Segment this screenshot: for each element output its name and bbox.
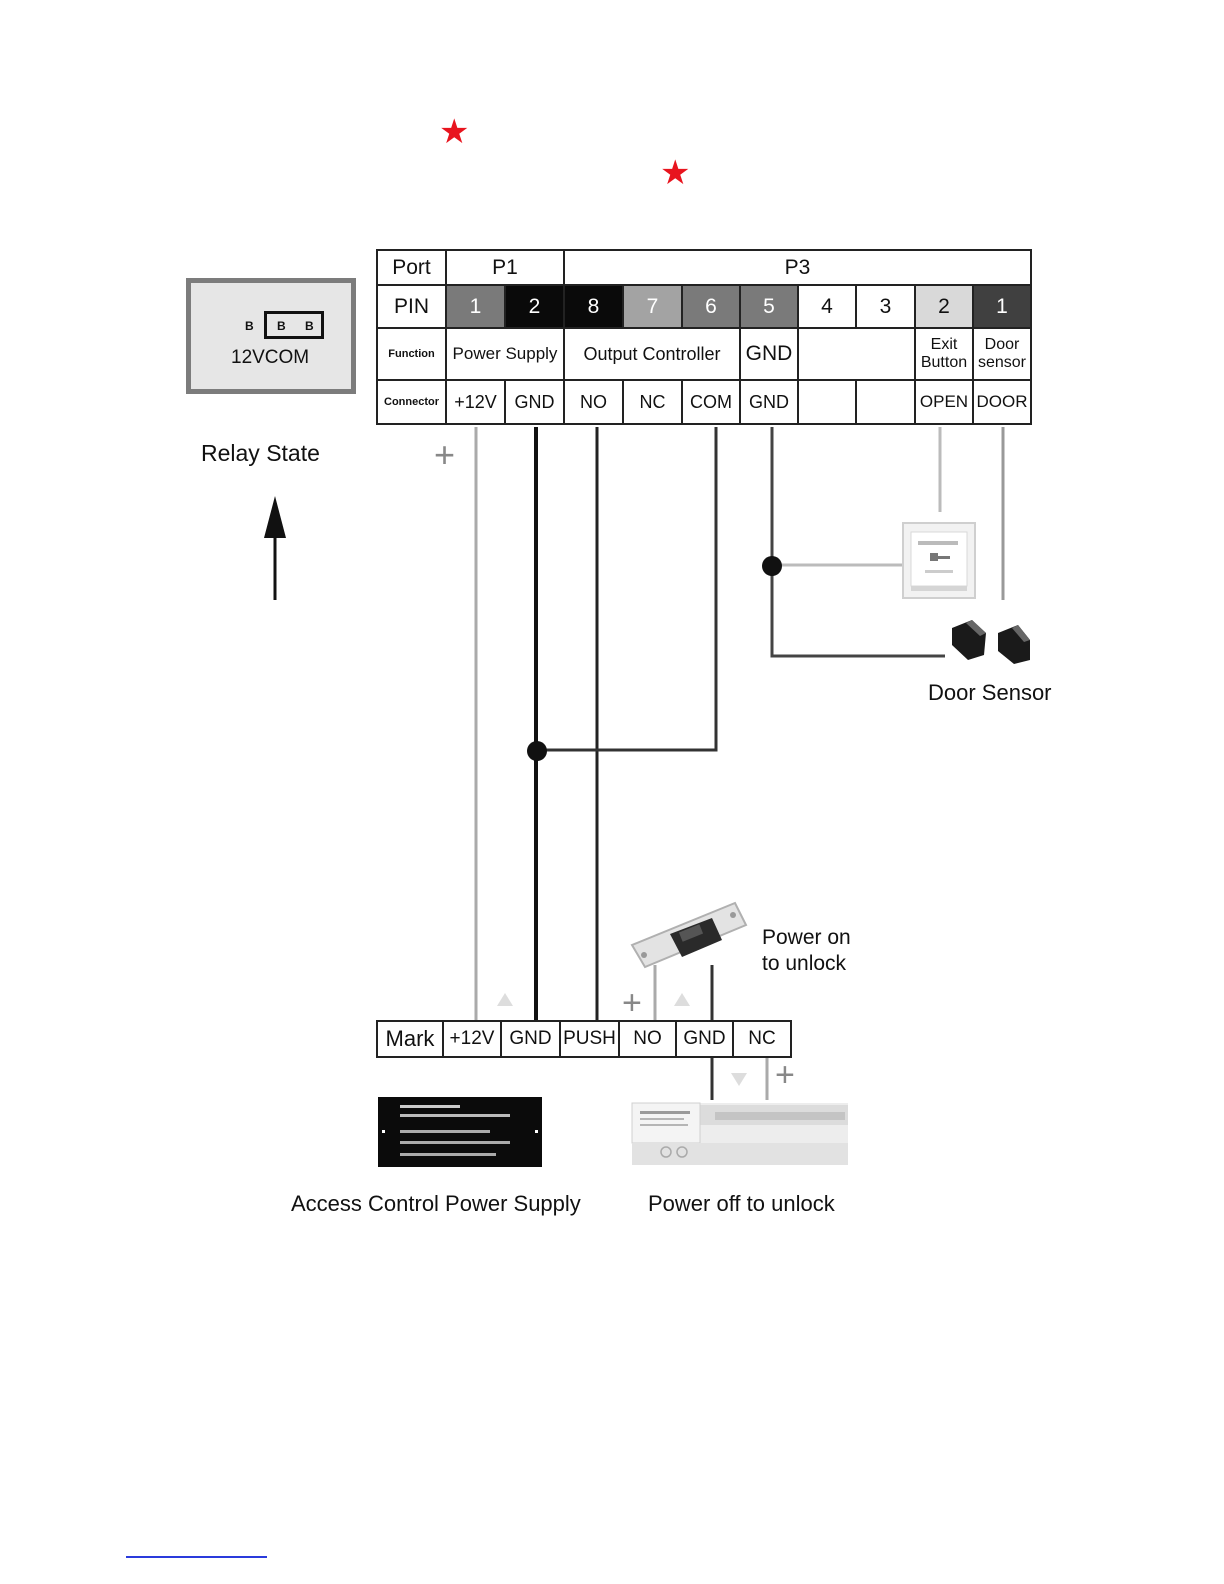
mark-cell: GND	[501, 1021, 560, 1057]
pin-cell: 5	[740, 285, 798, 328]
pin-cell: 4	[798, 285, 856, 328]
arrow-up-icon	[264, 496, 286, 538]
pin-table: Port P1 P3 PIN 1 2 8 7 6 5 4 3 2 1 Funct…	[376, 249, 1032, 425]
connector-cell	[798, 380, 856, 424]
pin-cell: 6	[682, 285, 740, 328]
port-header: Port	[377, 250, 446, 285]
magnetic-lock-icon	[632, 1103, 848, 1165]
exit-button-icon	[903, 523, 975, 598]
connector-cell: DOOR	[973, 380, 1031, 424]
function-exit-button: Exit Button	[915, 328, 973, 380]
function-empty	[798, 328, 915, 380]
pin-row: PIN 1 2 8 7 6 5 4 3 2 1	[377, 285, 1031, 328]
power-on-line: to unlock	[762, 951, 851, 977]
function-power-supply: Power Supply	[446, 328, 564, 380]
pin-cell: 1	[446, 285, 505, 328]
connector-cell: +12V	[446, 380, 505, 424]
connector-cell: OPEN	[915, 380, 973, 424]
footnote-rule	[126, 1556, 267, 1558]
connector-header: Connector	[377, 380, 446, 424]
function-gnd: GND	[740, 328, 798, 380]
connector-cell: GND	[505, 380, 564, 424]
mark-cell: GND	[676, 1021, 733, 1057]
function-output-controller: Output Controller	[564, 328, 740, 380]
function-door-sensor: Door sensor	[973, 328, 1031, 380]
psu-caption: Access Control Power Supply	[291, 1191, 581, 1217]
junction-dot	[527, 741, 547, 761]
connector-row: Connector +12V GND NO NC COM GND OPEN DO…	[377, 380, 1031, 424]
power-supply-icon	[378, 1097, 542, 1167]
pin-cell: 2	[505, 285, 564, 328]
plus-sign: +	[775, 1058, 795, 1092]
connector-cell: GND	[740, 380, 798, 424]
mark-header: Mark	[377, 1021, 443, 1057]
triangle-down-icon	[731, 1073, 747, 1086]
power-on-line: Power on	[762, 925, 851, 951]
mark-cell: +12V	[443, 1021, 501, 1057]
connector-cell: NC	[623, 380, 682, 424]
port-p3: P3	[564, 250, 1031, 285]
pin-cell: 7	[623, 285, 682, 328]
connector-cell: COM	[682, 380, 740, 424]
function-row: Function Power Supply Output Controller …	[377, 328, 1031, 380]
connector-cell: NO	[564, 380, 623, 424]
connector-cell	[856, 380, 915, 424]
pin-cell: 3	[856, 285, 915, 328]
plus-sign: +	[622, 986, 642, 1020]
pin-header: PIN	[377, 285, 446, 328]
mark-cell: NO	[619, 1021, 676, 1057]
door-sensor-caption: Door Sensor	[928, 680, 1052, 706]
wire-com	[536, 427, 716, 750]
mark-table: Mark +12V GND PUSH NO GND NC	[376, 1020, 792, 1058]
triangle-up-icon	[674, 993, 690, 1006]
electric-strike-icon	[632, 903, 746, 967]
port-p1: P1	[446, 250, 564, 285]
mark-cell: PUSH	[560, 1021, 619, 1057]
triangle-up-icon	[497, 993, 513, 1006]
door-sensor-icon	[952, 620, 1030, 664]
junction-dot	[762, 556, 782, 576]
pin-cell: 8	[564, 285, 623, 328]
power-off-caption: Power off to unlock	[648, 1191, 835, 1217]
mark-cell: NC	[733, 1021, 791, 1057]
power-on-caption: Power on to unlock	[762, 925, 851, 977]
pin-cell: 1	[973, 285, 1031, 328]
pin-cell: 2	[915, 285, 973, 328]
port-row: Port P1 P3	[377, 250, 1031, 285]
function-header: Function	[377, 328, 446, 380]
plus-sign: +	[434, 437, 455, 473]
